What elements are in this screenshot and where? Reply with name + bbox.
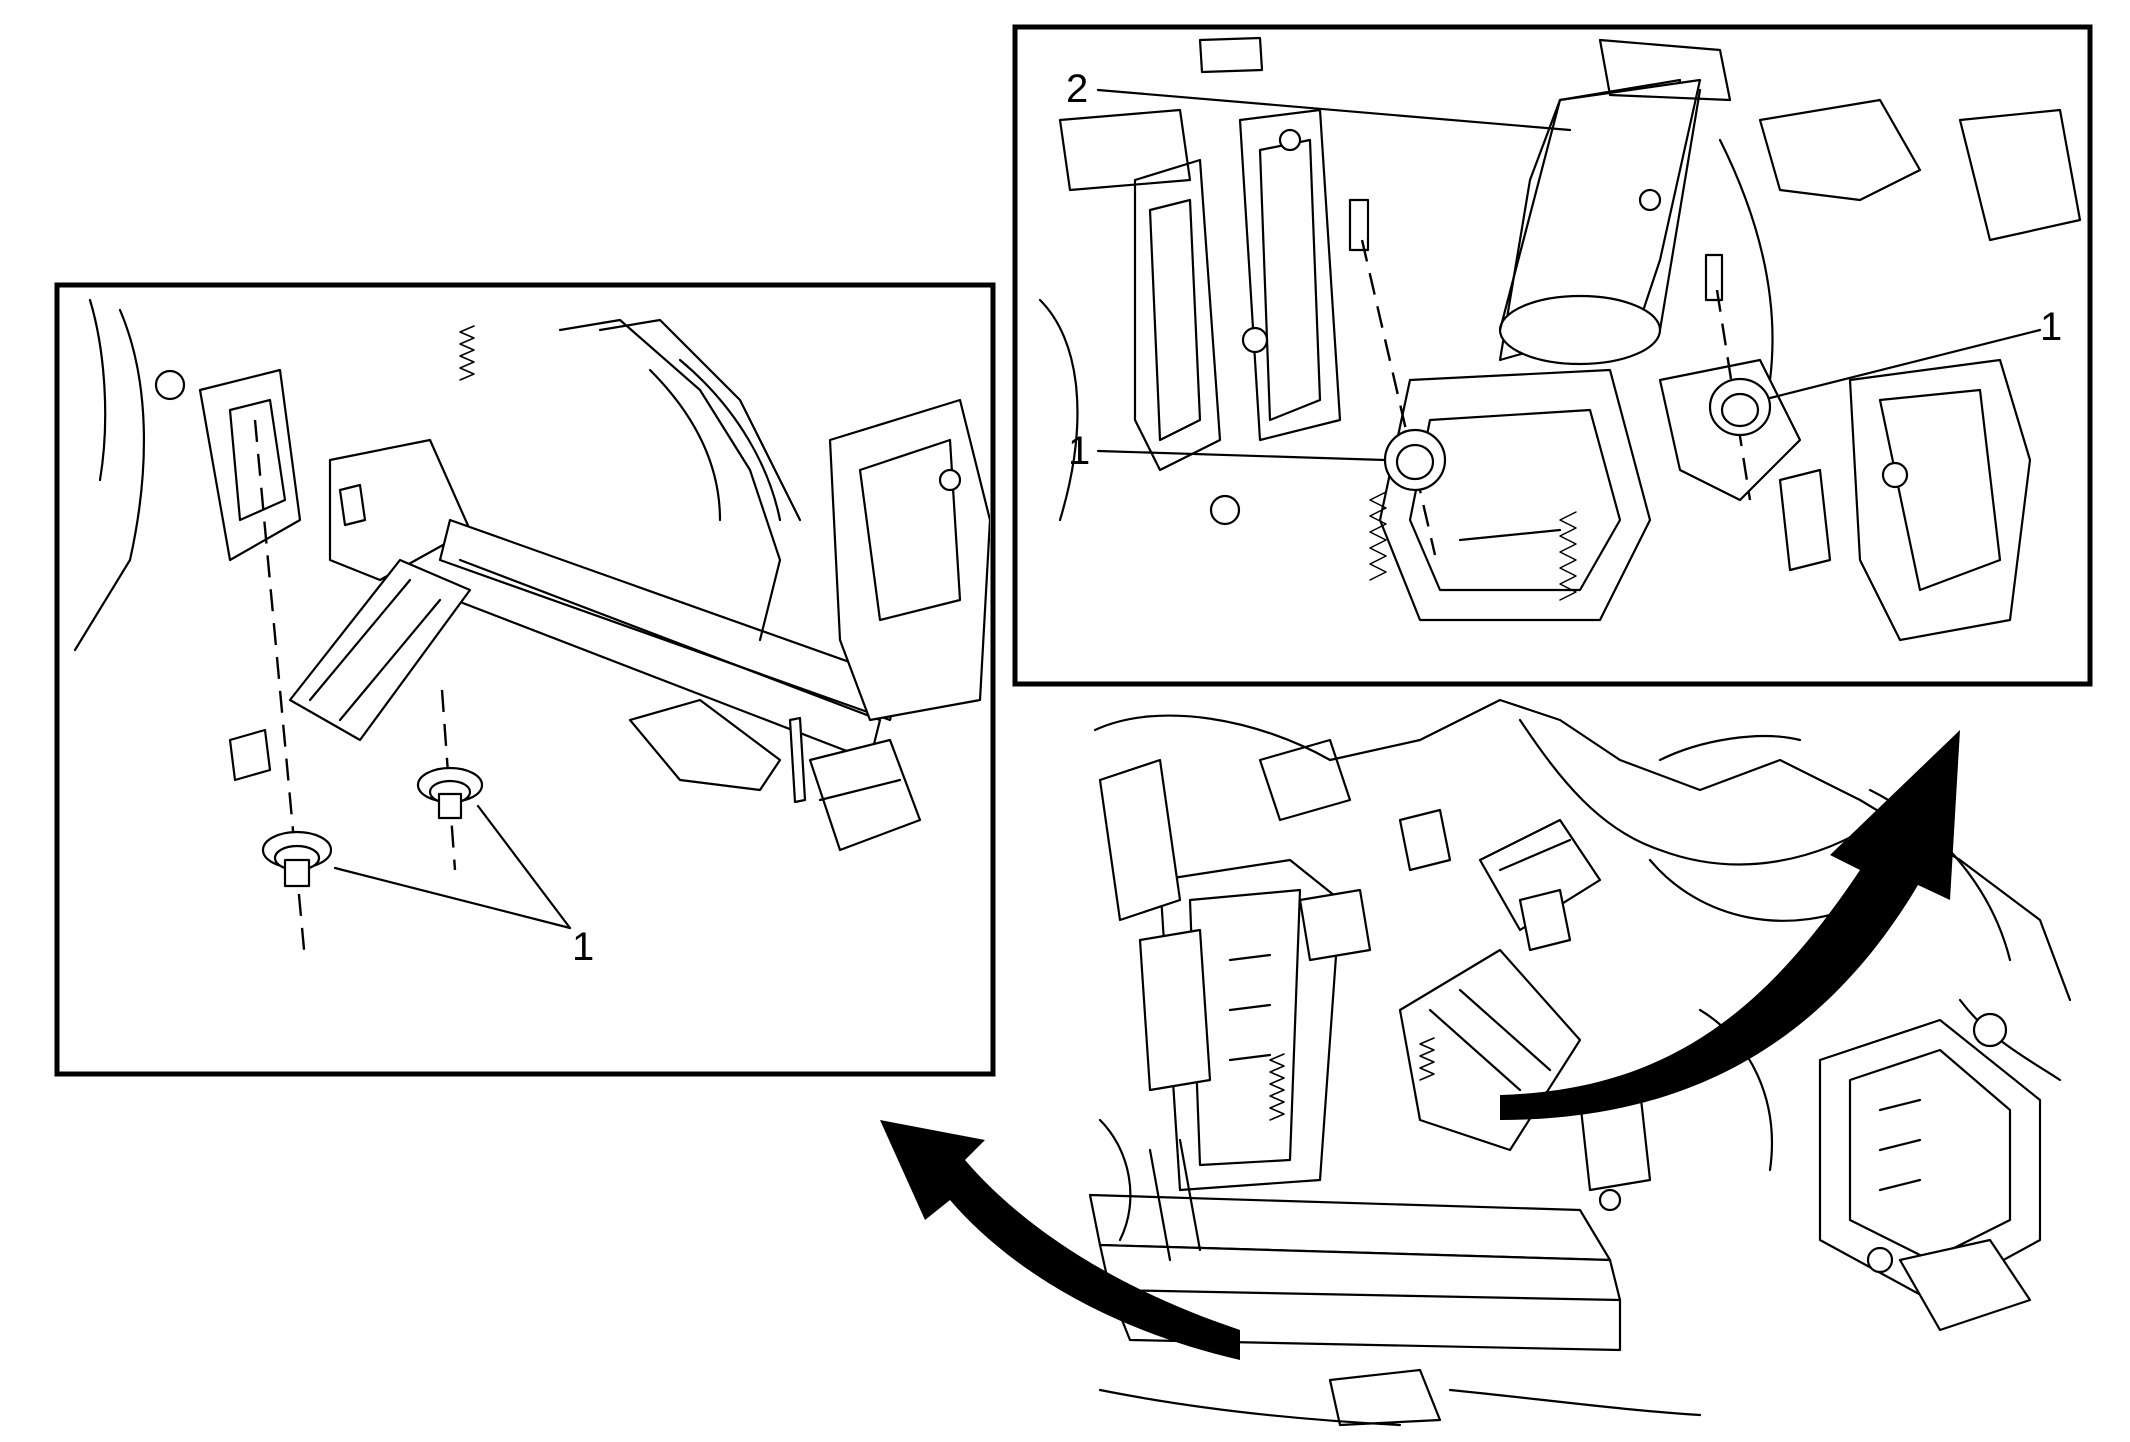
rotation-arrow-right [1500, 730, 1960, 1120]
main-view [1088, 698, 2072, 1427]
nut-icon [1383, 428, 1447, 492]
top-right-inset: 1 1 2 [1012, 24, 2093, 687]
callout-steering-column: 2 [1066, 67, 1088, 111]
stud-line-left [1360, 239, 1437, 556]
nut-icon [1708, 377, 1772, 437]
callout-nut-left: 1 [1068, 429, 1090, 473]
leader-line [1096, 88, 1572, 132]
rotation-arrow-left [880, 1120, 1240, 1360]
nut-icon [416, 766, 484, 820]
callout-nut: 1 [572, 925, 594, 969]
nut-icon [261, 830, 333, 888]
leader-line [333, 866, 572, 930]
leader-line [1096, 449, 1387, 462]
leader-line [476, 804, 572, 930]
left-inset: 1 [54, 282, 996, 1077]
stud-line-right [440, 689, 457, 871]
leader-line [1768, 328, 2042, 400]
callout-nut-right: 1 [2040, 305, 2062, 349]
